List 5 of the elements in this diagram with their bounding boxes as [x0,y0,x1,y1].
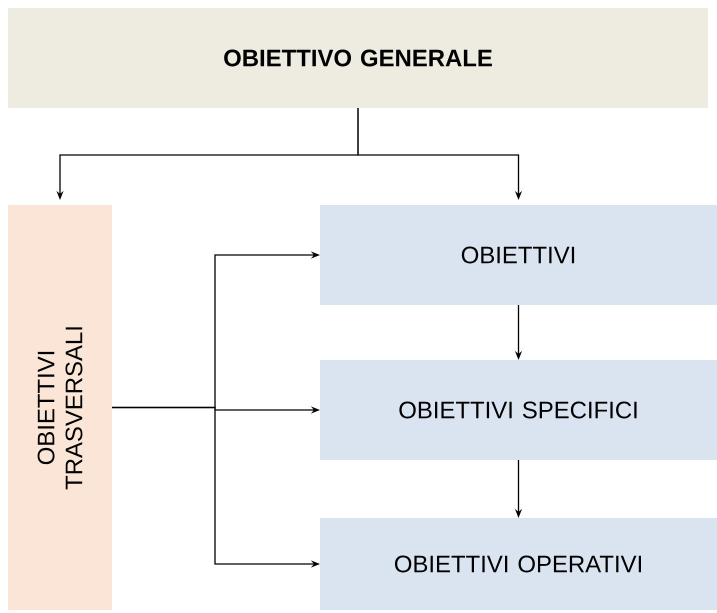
side-box: OBIETTIVI TRASVERSALI [8,205,112,610]
process-box: OBIETTIVI OPERATIVI [320,518,717,610]
process-box: OBIETTIVI [320,205,717,305]
heading-box: OBIETTIVO GENERALE [8,8,708,108]
process-box: OBIETTIVI SPECIFICI [320,360,717,460]
